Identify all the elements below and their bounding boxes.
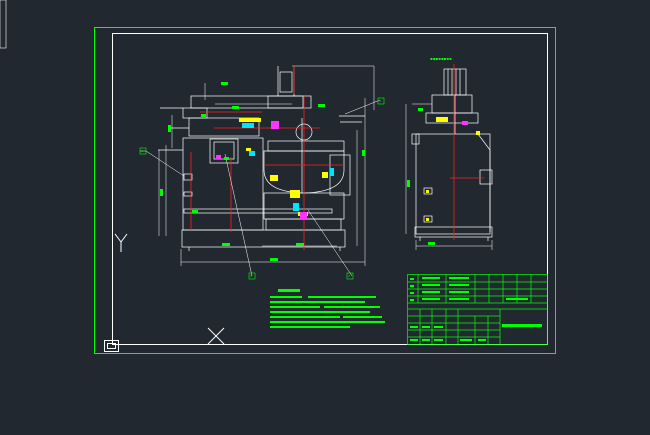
outer-sheet-frame — [94, 27, 556, 354]
side-view-caption: ▪▪▪▪▪▪▪▪ — [430, 56, 452, 61]
front-view[interactable] — [158, 66, 365, 251]
callout-markers — [139, 97, 385, 280]
callout-label-3: 3 — [379, 99, 381, 103]
cyan-components — [242, 123, 334, 211]
title-block[interactable] — [407, 274, 548, 345]
notes-title: ▪ ▪ ▪ ▪ — [278, 288, 293, 293]
side-view[interactable] — [411, 68, 493, 241]
side-view-dimensions — [405, 103, 493, 250]
leader-lines — [140, 99, 381, 277]
window-edge-marker — [0, 0, 7, 49]
callout-label-1: 1 — [250, 274, 252, 278]
front-view-dimensions — [158, 65, 375, 266]
callout-label-4: 4 — [141, 149, 143, 153]
world-origin-x-icon[interactable] — [207, 327, 225, 345]
technical-notes — [270, 289, 385, 328]
title-block-text — [410, 277, 542, 341]
front-view-dimension-text — [160, 82, 365, 261]
notes-mask — [302, 296, 343, 318]
front-view-centerlines — [190, 66, 344, 250]
ucs-y-axis-icon[interactable] — [114, 233, 128, 252]
side-view-marks — [407, 108, 480, 245]
yellow-components — [239, 118, 328, 216]
magenta-components — [216, 121, 307, 220]
callout-label-2: 2 — [348, 274, 350, 278]
inner-sheet-border — [112, 33, 548, 345]
origin-box-icon[interactable] — [104, 340, 119, 352]
side-view-centerlines — [450, 64, 484, 240]
